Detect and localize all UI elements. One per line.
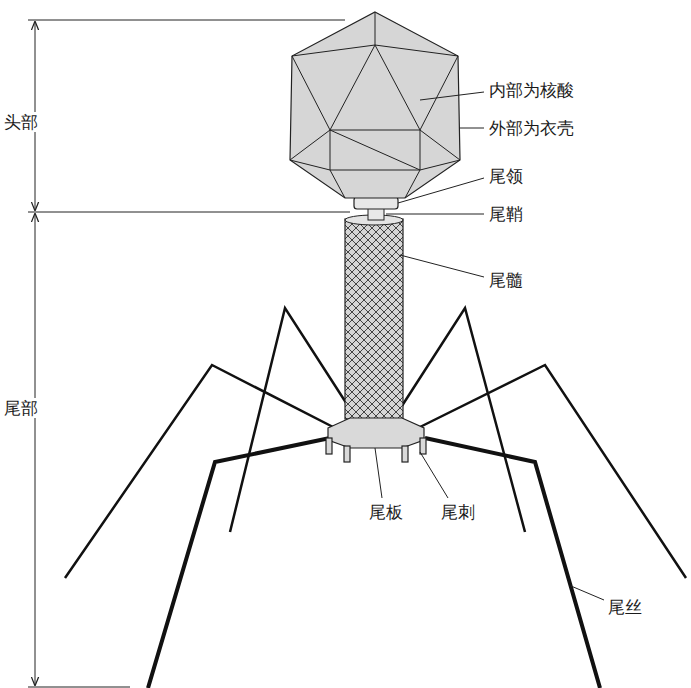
part-label: 内部为核酸 (488, 80, 575, 100)
part-label: 尾髓 (488, 270, 524, 290)
part-label: 外部为衣壳 (488, 118, 575, 138)
part-label: 尾刺 (440, 502, 476, 522)
part-label: 尾鞘 (488, 204, 524, 224)
part-label: 尾丝 (607, 597, 643, 617)
part-label: 尾领 (488, 166, 524, 186)
dimension-label: 尾部 (3, 398, 39, 418)
dimension-label: 头部 (3, 112, 39, 132)
tail-neck (368, 208, 384, 220)
phage-head (290, 12, 460, 198)
tail-sheath (345, 219, 403, 419)
part-label: 尾板 (368, 502, 404, 522)
leader-lines (375, 92, 604, 600)
tail-collar (354, 197, 398, 209)
